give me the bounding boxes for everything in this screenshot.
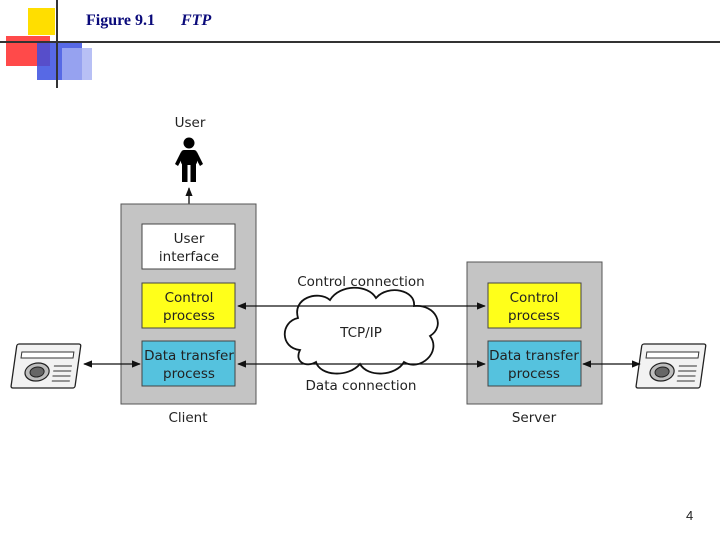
- server-control-process-line-2: process: [508, 308, 560, 324]
- title-rule-vertical: [56, 0, 58, 88]
- client-data-transfer-line-2: process: [163, 366, 215, 382]
- client-data-transfer-box: [141, 340, 236, 387]
- server-control-process-box: [487, 282, 582, 329]
- client-control-process-line-1: Control: [165, 290, 214, 306]
- user-interface-line-1: User: [174, 231, 205, 247]
- client-data-transfer-line-1: Data transfer: [144, 348, 234, 364]
- figure-title: FTP: [181, 12, 212, 29]
- data-connection-label: Data connection: [306, 378, 417, 394]
- title-rule-horizontal: [0, 41, 720, 43]
- corner-square-blue-soft: [62, 48, 92, 80]
- client-control-process-line-2: process: [163, 308, 215, 324]
- server-data-transfer-line-1: Data transfer: [489, 348, 579, 364]
- server-data-transfer-line-2: process: [508, 366, 560, 382]
- server-data-transfer-box: [487, 340, 582, 387]
- user-interface-box: [141, 223, 236, 270]
- client-label: Client: [168, 410, 207, 426]
- client-disk-drive-icon: [10, 343, 82, 389]
- control-connection-label: Control connection: [297, 274, 424, 290]
- tcpip-label: TCP/IP: [339, 325, 382, 341]
- page-number: 4: [686, 508, 694, 523]
- client-control-process-box: [141, 282, 236, 329]
- corner-square-yellow: [28, 8, 55, 35]
- server-disk-drive-icon: [635, 343, 707, 389]
- person-icon: [175, 137, 203, 182]
- server-control-process-line-1: Control: [510, 290, 559, 306]
- server-label: Server: [512, 410, 557, 426]
- user-interface-line-2: interface: [159, 249, 219, 265]
- figure-label: Figure 9.1: [86, 12, 156, 29]
- user-label: User: [175, 115, 206, 131]
